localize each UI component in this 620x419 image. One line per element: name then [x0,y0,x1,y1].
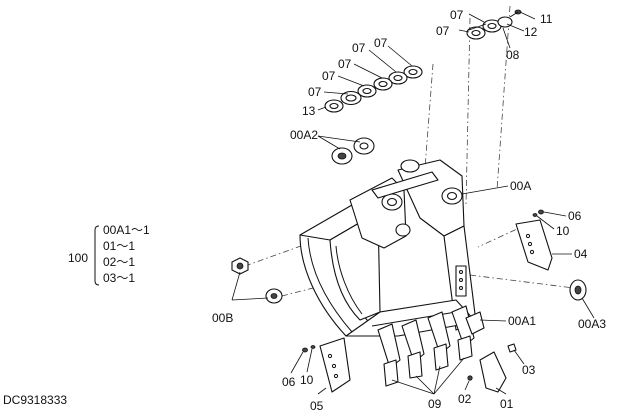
callout-11: 11 [540,12,553,26]
callout-07-c: 07 [374,36,388,50]
callout-07-g: 07 [308,85,322,99]
side-cutter-left [302,337,351,393]
kit-item-1: 00A1～1 [103,223,150,237]
side-cutter-right [515,209,553,271]
callout-07-top-b: 07 [436,24,450,38]
bushing-00A3 [569,279,587,301]
kit-item-2: 01～1 [103,239,135,253]
callout-06-left: 06 [282,375,296,389]
tooth-assembly [467,343,517,393]
callout-07-d: 07 [352,41,366,55]
callout-13: 13 [302,104,316,118]
callout-00B: 00B [212,311,233,325]
callout-07-f: 07 [322,69,336,83]
washer-stack-top [466,9,522,40]
leader-lines [231,11,595,395]
callout-03: 03 [522,363,536,377]
callout-labels: 07 07 11 12 08 07 07 07 07 07 13 00A2 00… [212,8,606,413]
callout-00A2: 00A2 [290,128,318,142]
washer-stack-pin [324,65,423,113]
bushing-pair-00B [231,257,283,304]
teeth-row [377,305,485,387]
bushing-pair-00A2 [331,137,375,165]
callout-04: 04 [574,247,588,261]
callout-00A3: 00A3 [578,317,606,331]
kit-item-4: 03～1 [103,271,135,285]
callout-07-e: 07 [338,57,352,71]
callout-05: 05 [310,399,324,413]
kit-item-3: 02～1 [103,255,135,269]
callout-10-left: 10 [300,373,314,387]
callout-12: 12 [524,25,538,39]
bucket-body [299,159,477,337]
callout-01: 01 [500,397,514,411]
callout-09: 09 [428,397,442,411]
callout-10-right: 10 [556,224,570,238]
callout-00A: 00A [510,179,531,193]
callout-00A1: 00A1 [508,314,536,328]
kit-reference-block: 100 00A1～1 01～1 02～1 03～1 [68,223,150,286]
callout-08: 08 [506,48,520,62]
callout-07-top-a: 07 [450,8,464,22]
callout-06-right: 06 [568,209,582,223]
drawing-id: DC9318333 [3,393,67,407]
callout-02: 02 [458,392,472,406]
kit-number: 100 [68,251,88,265]
